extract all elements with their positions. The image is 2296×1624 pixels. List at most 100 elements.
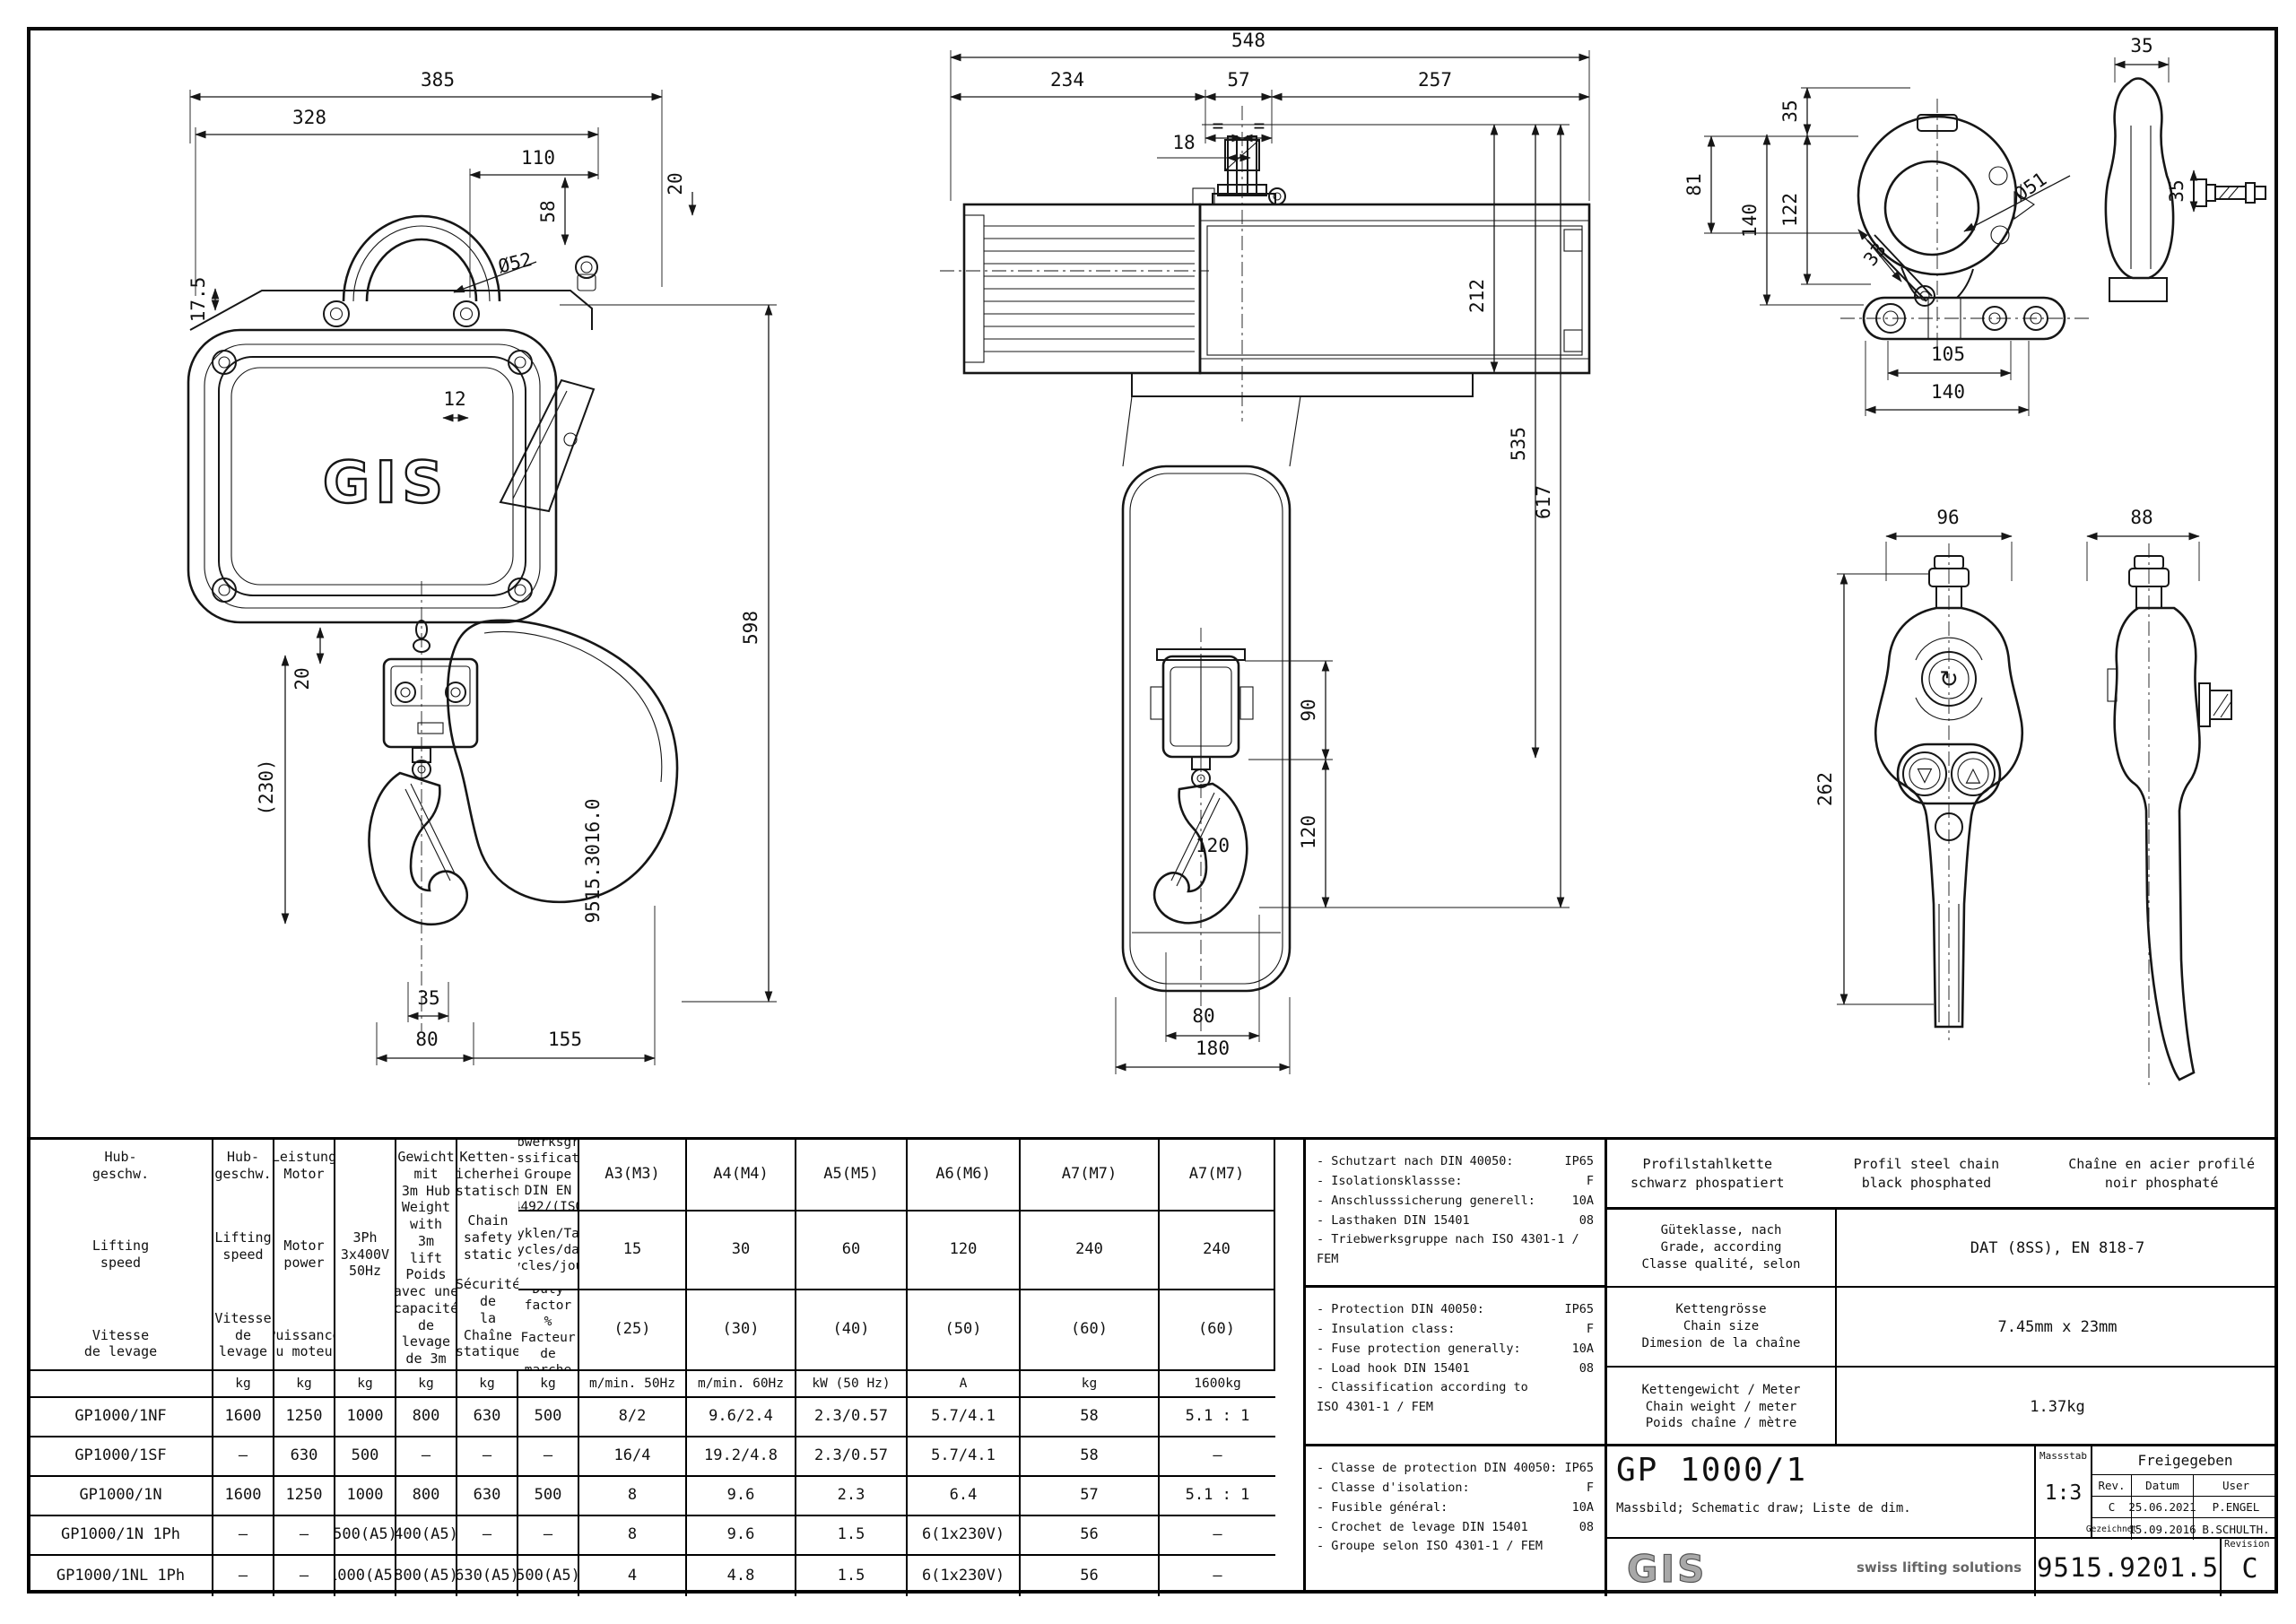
unit-cell: kg	[518, 1371, 579, 1398]
cell: 6.4	[908, 1477, 1021, 1516]
revision-cell: Revision C	[2222, 1539, 2278, 1596]
product-cell: GP 1000/1 Massbild; Schematic draw; List…	[1607, 1446, 2036, 1539]
dimension-label: 57	[1227, 69, 1249, 91]
dimension-label: 234	[1050, 69, 1084, 91]
drawing-number: 9515.9201.5	[2036, 1539, 2222, 1596]
cell: 800	[396, 1477, 457, 1516]
cell: –	[1213, 1566, 1222, 1585]
cell: 630	[274, 1437, 335, 1477]
cell: 57	[1021, 1477, 1160, 1516]
model-name: GP1000/1N	[30, 1477, 213, 1516]
product-title: GP 1000/1	[1616, 1452, 1808, 1489]
cell: 800(A5)	[396, 1556, 457, 1596]
dimension-label: 33	[1859, 239, 1890, 270]
model-name: GP1000/1NF	[30, 1398, 213, 1437]
cell: 4.8	[687, 1556, 796, 1596]
dimension-labels: 3853281102058Ø5217.51220(230)5989515.301…	[187, 30, 2187, 1059]
model-name: GP1000/1NL 1Ph	[30, 1556, 213, 1596]
dimension-label: 548	[1231, 30, 1265, 51]
front-view: GIS	[187, 214, 679, 1031]
dimension-label: 180	[1196, 1038, 1230, 1059]
group-header: A7(M7)	[1160, 1140, 1275, 1211]
cell: (25)	[579, 1290, 687, 1371]
cell: 1000	[335, 1398, 396, 1437]
cell: 56	[1021, 1556, 1160, 1596]
dimension-label: 90	[1298, 699, 1319, 721]
unit-cell: kg	[457, 1371, 518, 1398]
scale-cell: Massstab 1:3	[2036, 1446, 2092, 1539]
dimension-label: 18	[1172, 132, 1195, 153]
unit-cell: m/min. 50Hz	[579, 1371, 687, 1398]
cell: 8	[579, 1516, 687, 1556]
dimension-label: 328	[292, 107, 326, 128]
cell: 5.1 : 1	[1160, 1477, 1275, 1516]
model-name: GP1000/1N 1Ph	[30, 1516, 213, 1556]
dimension-lines	[189, 50, 2200, 1074]
cell: –	[213, 1437, 274, 1477]
cell: 240	[1021, 1211, 1160, 1290]
dimension-label: 262	[1814, 772, 1836, 806]
cell	[30, 1371, 213, 1398]
cell: 4	[579, 1556, 687, 1596]
cell: –	[274, 1516, 335, 1556]
cycles-header: Zyklen/Tag Cycles/day Cycles/jour	[518, 1211, 579, 1290]
dimension-label: 81	[1683, 173, 1705, 195]
unit-cell: kg	[335, 1371, 396, 1398]
dimension-label: 9515.3016.0	[582, 798, 604, 923]
product-subtitle: Massbild; Schematic draw; Liste de dim.	[1616, 1501, 1911, 1515]
dimension-label: 35	[2166, 179, 2187, 202]
approval-table: Freigegeben Rev. Datum User C 25.06.2021…	[2086, 1446, 2278, 1540]
unit-cell: kg	[213, 1371, 274, 1398]
cell: 58	[1021, 1437, 1160, 1477]
dimension-label: (230)	[256, 759, 277, 815]
notes-french: - Classe de protection DIN 40050:IP65 - …	[1306, 1446, 1607, 1596]
cell: 15	[579, 1211, 687, 1290]
approval-header: Freigegeben	[2092, 1446, 2278, 1475]
dimension-label: 257	[1418, 69, 1452, 91]
unit-cell: kg	[1021, 1371, 1160, 1398]
group-header: A5(M5)	[796, 1140, 908, 1211]
notes-panel: - Schutzart nach DIN 40050:IP65 - Isolat…	[1306, 1137, 1607, 1596]
dimension-label: Ø52	[496, 248, 535, 277]
unit-cell: A	[908, 1371, 1021, 1398]
cell: –	[518, 1437, 579, 1477]
classification-header: Triebwerksgruppe Classification Groupe D…	[518, 1140, 579, 1211]
approval-row: C 25.06.2021 P.ENGEL	[2092, 1497, 2278, 1518]
dimension-label: 617	[1533, 485, 1554, 519]
cell: 1000(A5)	[335, 1556, 396, 1596]
group-header: A7(M7)	[1021, 1140, 1160, 1211]
revision-value: C	[2241, 1553, 2258, 1585]
cell: 240	[1160, 1211, 1275, 1290]
cell: 1600	[213, 1477, 274, 1516]
cell: 1000	[335, 1477, 396, 1516]
notes-german: - Schutzart nach DIN 40050:IP65 - Isolat…	[1306, 1140, 1607, 1288]
chain-header-de: Profilstahlkette schwarz phospatiert	[1631, 1156, 1785, 1191]
drawn-row: Gezeichnet 15.09.2016 B.SCHULTH.	[2086, 1518, 2278, 1540]
unit-cell: 1600kg	[1160, 1371, 1275, 1398]
gis-logo-front: GIS	[323, 450, 448, 517]
spec-table: Triebwerksgruppe Classification Groupe D…	[27, 1137, 1306, 1596]
cell: 2.3/0.57	[796, 1437, 908, 1477]
dimension-label: 120	[1196, 835, 1230, 856]
group-header: A4(M4)	[687, 1140, 796, 1211]
approval-col-headers: Rev. Datum User	[2092, 1475, 2278, 1497]
cell: 8/2	[579, 1398, 687, 1437]
dimension-label: 110	[521, 147, 555, 169]
cell: 16/4	[579, 1437, 687, 1477]
cell: 500	[518, 1477, 579, 1516]
cell: –	[396, 1437, 457, 1477]
cell: 9.6/2.4	[687, 1398, 796, 1437]
chain-info-panel: Profilstahlkette schwarz phospatiert Pro…	[1607, 1137, 2278, 1594]
cell: 6(1x230V)	[908, 1556, 1021, 1596]
dimension-label: 80	[415, 1029, 438, 1050]
dimension-label: 96	[1936, 507, 1959, 528]
cell: –	[213, 1556, 274, 1596]
group-header: A6(M6)	[908, 1140, 1021, 1211]
duty-header: ED % Duty factor % Facteur de marche %	[518, 1290, 579, 1371]
cell: –	[1160, 1516, 1275, 1556]
dimension-label: 120	[1298, 815, 1319, 849]
